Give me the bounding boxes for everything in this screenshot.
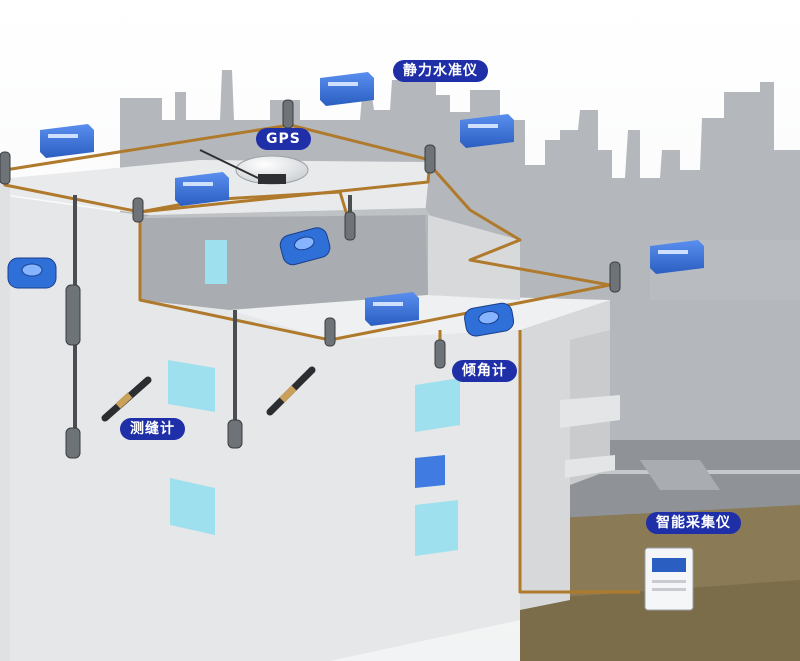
leveling-gauge (460, 114, 514, 148)
inclinometers (7, 227, 515, 337)
window (205, 240, 227, 284)
inclinometer (279, 227, 331, 266)
crack-meters (101, 366, 316, 422)
ground-shadow (520, 580, 800, 661)
cable-network (3, 123, 640, 594)
building-balcony (560, 395, 620, 428)
leveling-gauge (650, 240, 704, 274)
cable-clamps (0, 99, 621, 459)
cable-down-right (518, 330, 640, 594)
window (170, 478, 215, 535)
leveling-gauges (40, 72, 704, 326)
gps-antenna (199, 149, 309, 185)
cable-roof-mid (139, 190, 352, 226)
leveling-gauge (320, 72, 374, 106)
recessed-volume-top (140, 208, 430, 218)
label-leveling-gauge: 静力水准仪 (393, 60, 488, 82)
crack-meter (101, 376, 152, 422)
window (415, 378, 460, 432)
building-left-wall (0, 170, 10, 661)
inclinometer (7, 257, 57, 289)
label-gps: GPS (256, 128, 311, 150)
window (168, 360, 215, 412)
label-inclinometer: 倾角计 (452, 360, 517, 382)
crack-meter (266, 366, 316, 416)
recessed-volume (140, 215, 428, 310)
building-balcony-2 (565, 455, 615, 478)
leveling-gauge (40, 124, 94, 158)
data-logger-box (644, 547, 694, 611)
window (415, 455, 445, 488)
inclinometer (464, 302, 515, 337)
leveling-gauge (365, 292, 419, 326)
label-crack-meter: 测缝计 (120, 418, 185, 440)
road-dash (640, 460, 720, 490)
label-data-logger: 智能采集仪 (646, 512, 741, 534)
leveling-gauge (175, 172, 229, 206)
window (415, 500, 458, 556)
cable-recess (138, 164, 612, 342)
